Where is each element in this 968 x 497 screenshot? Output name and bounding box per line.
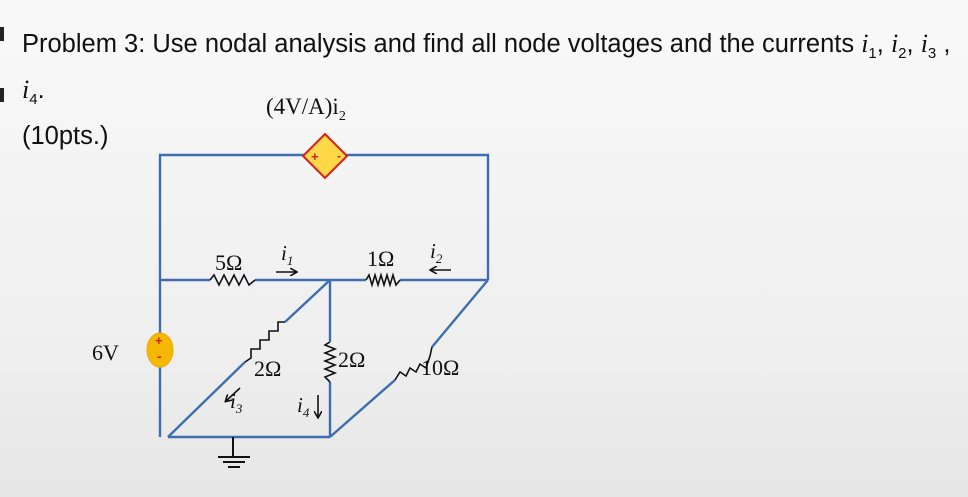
source-plus-sign: + (155, 333, 163, 348)
voltage-source-6v (146, 332, 174, 368)
voltage-source-label: 6V (92, 340, 119, 365)
ground-symbol (218, 437, 250, 468)
resistor-1ohm (365, 272, 401, 288)
label-1ohm: 1Ω (367, 246, 394, 271)
current-label-i2: i2 (430, 239, 443, 266)
resistor-5ohm (209, 273, 256, 287)
points-label: (10pts.) (22, 122, 109, 151)
wire-2ohm-upper (284, 279, 331, 323)
left-edge-mark (0, 88, 4, 102)
arrow-i3-icon (226, 387, 241, 401)
dependent-source-label: (4V/A)i2 (266, 94, 346, 124)
wire-top-right (345, 153, 490, 280)
problem-text: Problem 3: Use nodal analysis and find a… (22, 30, 855, 58)
label-5ohm: 5Ω (215, 250, 242, 275)
current-i4: i (22, 75, 30, 105)
current-i1: i (861, 29, 869, 58)
resistor-10ohm (394, 346, 433, 381)
source-minus-sign: - (157, 348, 162, 364)
label-2ohm-diagonal: 2Ω (254, 356, 281, 381)
wire-2ohm-lower (167, 361, 246, 438)
label-2ohm-vertical: 2Ω (338, 347, 365, 372)
label-10ohm: 10Ω (421, 355, 459, 380)
current-sub: 3 (927, 45, 937, 63)
wire-10ohm-lower (329, 379, 396, 438)
circuit-wires (158, 153, 490, 439)
current-label-i1: i1 (281, 241, 293, 268)
current-sub: 1 (868, 45, 877, 63)
current-sub: 2 (898, 45, 907, 63)
wire-10ohm-upper (431, 279, 489, 348)
current-i3: i (920, 29, 928, 58)
current-label-i4: i4 (297, 393, 310, 420)
current-i2: i (890, 29, 899, 58)
current-sub: 4 (29, 91, 38, 109)
problem-statement: Problem 3: Use nodal analysis and find a… (22, 29, 951, 151)
left-edge-mark (0, 27, 4, 41)
current-label-i3: i3 (230, 389, 243, 416)
dep-minus-sign: - (337, 149, 341, 163)
resistor-2ohm-vertical (322, 341, 338, 383)
dep-plus-sign: + (311, 149, 319, 164)
dependent-voltage-source (301, 132, 349, 180)
resistor-2ohm-diagonal (244, 321, 285, 363)
